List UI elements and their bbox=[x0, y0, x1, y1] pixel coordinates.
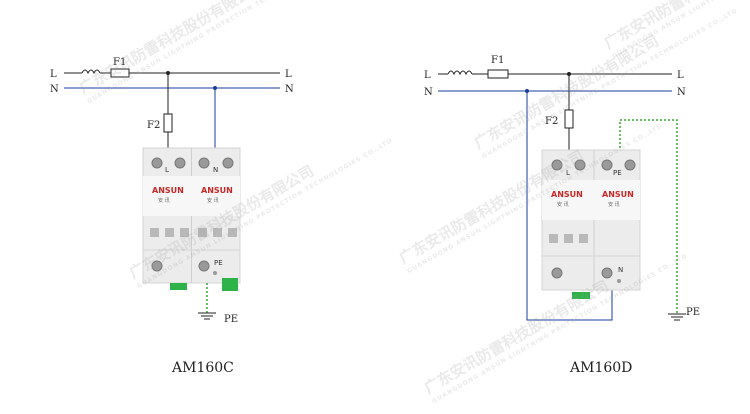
left-m1-brand-sub: 安 讯 bbox=[158, 197, 170, 204]
left-m2-bottom-label: PE bbox=[214, 259, 223, 267]
left-window-3 bbox=[180, 228, 189, 237]
right-device-front-face bbox=[542, 180, 640, 220]
left-m1-brand-logo: ANSUN bbox=[152, 186, 184, 195]
left-terminal-pe bbox=[222, 278, 238, 291]
left-pe-label: PE bbox=[224, 314, 238, 325]
left-m1-bottom-screw bbox=[151, 260, 163, 272]
right-neutral-label-start: N bbox=[424, 87, 433, 98]
right-line-label-end: L bbox=[677, 70, 684, 81]
right-pe-label: PE bbox=[686, 307, 700, 318]
left-m2-brand-logo: ANSUN bbox=[201, 186, 233, 195]
right-m1-bottom-screw bbox=[551, 267, 563, 279]
left-m2-screw-1 bbox=[198, 157, 210, 169]
left-window-1 bbox=[150, 228, 159, 237]
right-m2-top-label: PE bbox=[613, 169, 622, 177]
left-device-front-face bbox=[143, 176, 240, 216]
left-m2-led-dot bbox=[213, 271, 217, 275]
right-fuse-f1-icon bbox=[487, 69, 509, 79]
right-fuse-f2-label: F2 bbox=[545, 116, 558, 127]
left-window-4 bbox=[198, 228, 207, 237]
right-inductor-icon bbox=[447, 70, 473, 76]
left-m2-brand-sub: 安 讯 bbox=[207, 197, 219, 204]
right-neutral-label-end: N bbox=[677, 87, 686, 98]
right-m2-screw-1 bbox=[601, 159, 613, 171]
left-m1-screw-2 bbox=[174, 157, 186, 169]
right-window-3 bbox=[579, 234, 588, 243]
left-fuse-f2-icon bbox=[163, 113, 173, 133]
left-window-2 bbox=[165, 228, 174, 237]
left-window-6 bbox=[228, 228, 237, 237]
left-window-5 bbox=[213, 228, 222, 237]
left-neutral-label-start: N bbox=[50, 84, 59, 95]
right-neutral-loop-wire bbox=[526, 91, 613, 321]
left-diagram: L F1 L N N F2 L N ANSUN 安 讯 bbox=[50, 57, 294, 376]
left-m2-bottom-screw bbox=[198, 260, 210, 272]
right-m2-brand-logo: ANSUN bbox=[602, 190, 634, 199]
right-m1-brand-logo: ANSUN bbox=[551, 190, 583, 199]
left-fuse-f2-label: F2 bbox=[147, 120, 160, 131]
left-line-label-end: L bbox=[285, 69, 292, 80]
right-terminal-1 bbox=[572, 292, 590, 299]
left-line-label-start: L bbox=[50, 69, 57, 80]
left-model-caption: AM160C bbox=[171, 360, 234, 376]
right-diagram: L F1 L N N F2 PE L bbox=[424, 55, 700, 376]
right-m1-top-label: L bbox=[566, 169, 570, 177]
right-m1-screw-1 bbox=[551, 159, 563, 171]
left-neutral-label-end: N bbox=[285, 84, 294, 95]
left-m1-top-label: L bbox=[165, 166, 169, 174]
left-fuse-f1-label: F1 bbox=[113, 57, 126, 68]
left-inductor-icon bbox=[81, 69, 101, 75]
right-pe-wire bbox=[619, 119, 678, 314]
right-m1-brand-sub: 安 讯 bbox=[557, 201, 569, 208]
left-m2-screw-2 bbox=[222, 157, 234, 169]
right-m1-screw-2 bbox=[574, 159, 586, 171]
right-fuse-f1-label: F1 bbox=[491, 55, 504, 66]
left-m2-top-label: N bbox=[213, 166, 218, 174]
right-window-1 bbox=[549, 234, 558, 243]
right-m2-screw-2 bbox=[624, 159, 636, 171]
right-window-2 bbox=[564, 234, 573, 243]
right-m2-bottom-label: N bbox=[618, 266, 623, 274]
right-m2-bottom-screw bbox=[601, 267, 613, 279]
left-m1-screw-1 bbox=[151, 157, 163, 169]
left-terminal-1 bbox=[170, 283, 187, 290]
right-line-label-start: L bbox=[424, 70, 431, 81]
right-m2-brand-sub: 安 讯 bbox=[608, 201, 620, 208]
right-model-caption: AM160D bbox=[569, 360, 632, 376]
right-m2-led-dot bbox=[617, 279, 621, 283]
